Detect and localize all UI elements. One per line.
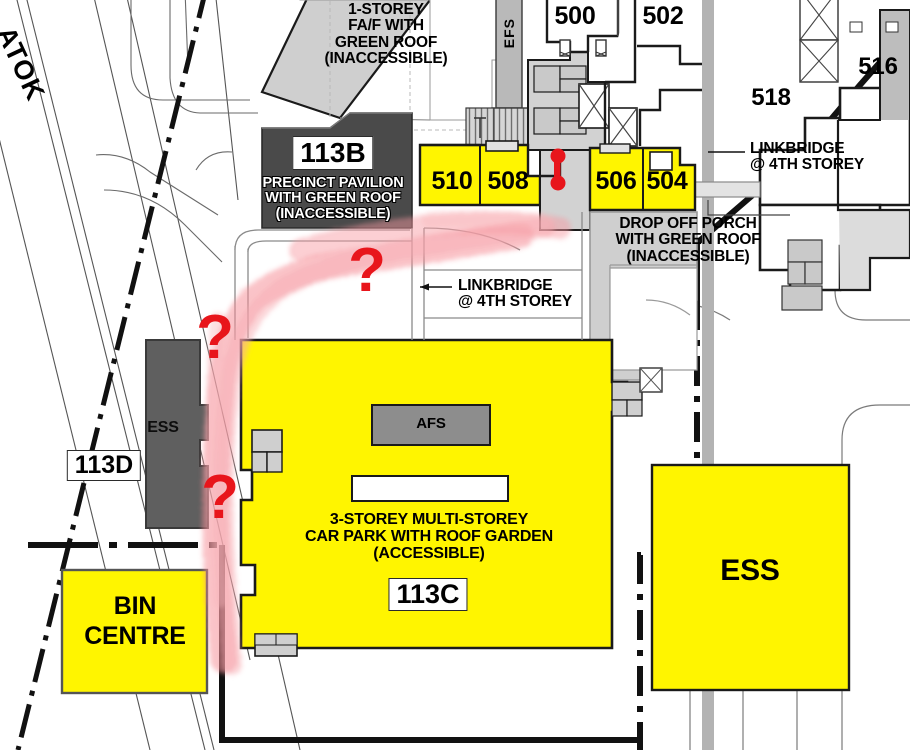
annotation-question-mark-2: ? <box>196 303 234 372</box>
building-ess-yellow <box>650 463 851 692</box>
units-510-508 <box>418 140 542 207</box>
label-afs: AFS <box>416 415 446 432</box>
label-linkbridge-center: LINKBRIDGE @ 4TH STOREY <box>458 277 573 311</box>
building-bin-centre <box>60 568 209 695</box>
unit-number-510: 510 <box>431 167 473 195</box>
unit-number-502: 502 <box>642 2 684 30</box>
label-faf-block: 1-STOREY FA/F WITH GREEN ROOF (INACCESSI… <box>324 1 448 68</box>
annotation-question-mark-3: ? <box>201 463 239 532</box>
label-linkbridge-right: LINKBRIDGE @ 4TH STOREY <box>750 140 865 174</box>
annotation-question-mark-1: ? <box>348 236 386 305</box>
block-plate-113B: 113B <box>292 136 374 171</box>
units-506-504 <box>588 143 697 212</box>
unit-number-506: 506 <box>595 167 637 195</box>
building-faf <box>260 0 501 131</box>
unit-number-518: 518 <box>751 84 791 111</box>
label-drop-off-porch: DROP OFF PORCH WITH GREEN ROOF (INACCESS… <box>615 215 761 265</box>
block-plate-113C: 113C <box>388 578 468 612</box>
label-ess-yellow: ESS <box>720 554 780 587</box>
porch-underside <box>609 267 698 371</box>
unit-number-500: 500 <box>554 2 596 30</box>
unit-number-504: 504 <box>646 167 688 195</box>
red-marker-dots <box>550 148 566 191</box>
units-516-518 <box>758 0 910 311</box>
label-bin-centre: BIN CENTRE <box>84 592 186 650</box>
block-plate-113D: 113D <box>66 450 142 481</box>
label-precinct-pavilion: PRECINCT PAVILION WITH GREEN ROOF (INACC… <box>262 175 404 222</box>
unit-number-516: 516 <box>858 53 898 80</box>
building-car-park-113C <box>239 338 663 657</box>
label-ess-grey: ESS <box>147 419 179 436</box>
unit-number-508: 508 <box>487 167 529 195</box>
label-car-park: 3-STOREY MULTI-STOREY CAR PARK WITH ROOF… <box>304 511 554 562</box>
building-ess-grey <box>145 339 209 529</box>
